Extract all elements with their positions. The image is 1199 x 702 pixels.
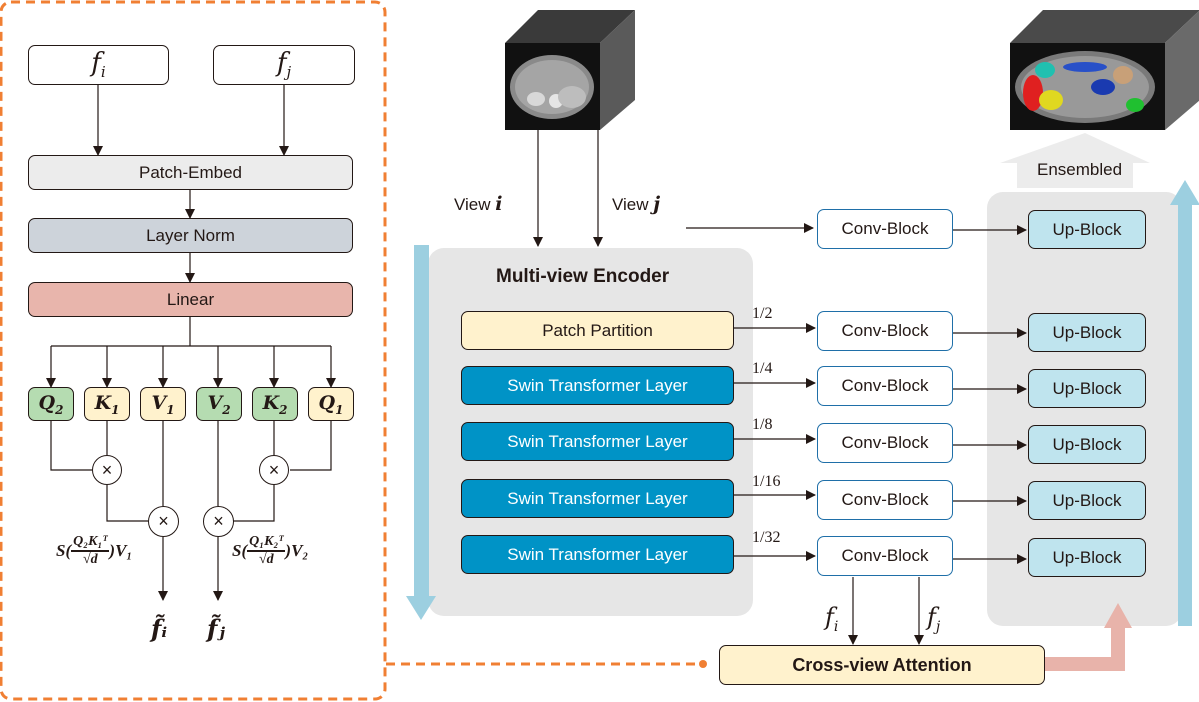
cross-view-attention-box: Cross-view Attention <box>719 645 1045 685</box>
up-block-label: Up-Block <box>1052 322 1122 342</box>
up-block-label: Up-Block <box>1052 490 1122 510</box>
qkv-symbol: K1 <box>94 391 120 417</box>
multiply-node-right-bottom: × <box>203 506 234 537</box>
input-fj-box: fj <box>213 45 355 85</box>
decoder-up-arrow <box>1170 180 1199 626</box>
qkv-symbol: K2 <box>262 391 288 417</box>
scale-label: 1/4 <box>752 360 773 377</box>
encoder-layer-label: Swin Transformer Layer <box>507 544 688 564</box>
attention-link-dot <box>699 660 707 668</box>
conv-block-label: Conv-Block <box>841 219 929 238</box>
conv-block-0: Conv-Block <box>817 209 953 249</box>
swin-transformer-layer-4: Swin Transformer Layer <box>461 535 734 574</box>
formula-right: S( Q₁K₂ᵀ √d )V₂ <box>232 534 309 567</box>
encoder-down-arrow <box>406 245 436 620</box>
conv-block-label: Conv-Block <box>841 321 929 340</box>
output-fi-tilde: f̃ᵢ <box>151 614 168 643</box>
formula-left: S( Q₂K₁ᵀ √d )V₁ <box>56 534 133 567</box>
conv-block-4: Conv-Block <box>817 480 953 520</box>
linear-box: Linear <box>28 282 353 317</box>
up-block-label: Up-Block <box>1052 378 1122 398</box>
qkv-symbol: V2 <box>207 391 231 417</box>
multiply-node-right-top: × <box>259 455 289 485</box>
swin-transformer-layer-1: Swin Transformer Layer <box>461 366 734 405</box>
encoder-layer-label: Patch Partition <box>542 320 653 340</box>
encoder-title: Multi-view Encoder <box>496 266 670 287</box>
swin-transformer-layer-2: Swin Transformer Layer <box>461 422 734 461</box>
input-fi-box: fi <box>28 45 169 85</box>
layer-norm-label: Layer Norm <box>146 225 235 245</box>
scale-label: 1/2 <box>752 305 773 322</box>
scale-label: 1/8 <box>752 416 773 433</box>
conv-block-label: Conv-Block <box>841 433 929 452</box>
scale-label: 1/16 <box>752 473 781 490</box>
view-j-label: View j <box>612 193 661 215</box>
swin-transformer-layer-3: Swin Transformer Layer <box>461 479 734 518</box>
patch-embed-box: Patch-Embed <box>28 155 353 190</box>
feature-fj-label: fj <box>927 603 941 635</box>
up-block-5: Up-Block <box>1028 538 1146 577</box>
multiply-symbol: × <box>213 511 224 531</box>
cross-view-output-arrow <box>1045 603 1132 671</box>
conv-block-1: Conv-Block <box>817 311 953 351</box>
ensembled-arrow <box>1000 133 1150 188</box>
linear-label: Linear <box>166 289 215 309</box>
scale-label: 1/32 <box>752 529 781 546</box>
conv-block-label: Conv-Block <box>841 546 929 565</box>
qkv-box-q2: Q2 <box>28 387 74 421</box>
qkv-symbol: Q1 <box>318 391 344 417</box>
multiply-symbol: × <box>268 459 280 480</box>
encoder-layer-label: Swin Transformer Layer <box>507 488 688 508</box>
qkv-box-q1: Q1 <box>308 387 354 421</box>
qkv-symbol: V1 <box>151 391 175 417</box>
feature-fi-label: fi <box>825 603 839 635</box>
conv-block-2: Conv-Block <box>817 366 953 406</box>
cross-view-attention-label: Cross-view Attention <box>792 654 972 675</box>
multiply-symbol: × <box>101 459 113 480</box>
up-block-4: Up-Block <box>1028 481 1146 520</box>
segmented-ct-volume <box>1010 10 1199 130</box>
conv-block-label: Conv-Block <box>841 490 929 509</box>
up-block-2: Up-Block <box>1028 369 1146 408</box>
qkv-box-k1: K1 <box>84 387 130 421</box>
qkv-symbol: Q2 <box>38 391 64 417</box>
patch-embed-label: Patch-Embed <box>139 162 242 182</box>
multiply-node-left-top: × <box>92 455 122 485</box>
qkv-box-v2: V2 <box>196 387 242 421</box>
up-block-label: Up-Block <box>1052 434 1122 454</box>
layer-norm-box: Layer Norm <box>28 218 353 253</box>
ensembled-label: Ensembled <box>1037 160 1123 179</box>
output-fj-tilde: f̃ⱼ <box>207 614 225 643</box>
qkv-box-v1: V1 <box>140 387 186 421</box>
up-block-1: Up-Block <box>1028 313 1146 352</box>
conv-block-3: Conv-Block <box>817 423 953 463</box>
conv-block-5: Conv-Block <box>817 536 953 576</box>
up-block-label: Up-Block <box>1052 219 1122 239</box>
attention-panel-border <box>0 0 387 701</box>
up-block-3: Up-Block <box>1028 425 1146 464</box>
qkv-box-k2: K2 <box>252 387 298 421</box>
multiply-node-left-bottom: × <box>148 506 179 537</box>
input-fi-label: fi <box>91 48 106 82</box>
encoder-layer-label: Swin Transformer Layer <box>507 375 688 395</box>
conv-block-label: Conv-Block <box>841 376 929 395</box>
up-block-label: Up-Block <box>1052 547 1122 567</box>
multiply-symbol: × <box>158 511 169 531</box>
input-ct-volume <box>505 10 635 130</box>
view-i-label: View i <box>454 193 503 215</box>
encoder-layer-label: Swin Transformer Layer <box>507 431 688 451</box>
input-fj-label: fj <box>276 48 292 82</box>
up-block-0: Up-Block <box>1028 210 1146 249</box>
patch-partition-box: Patch Partition <box>461 311 734 350</box>
